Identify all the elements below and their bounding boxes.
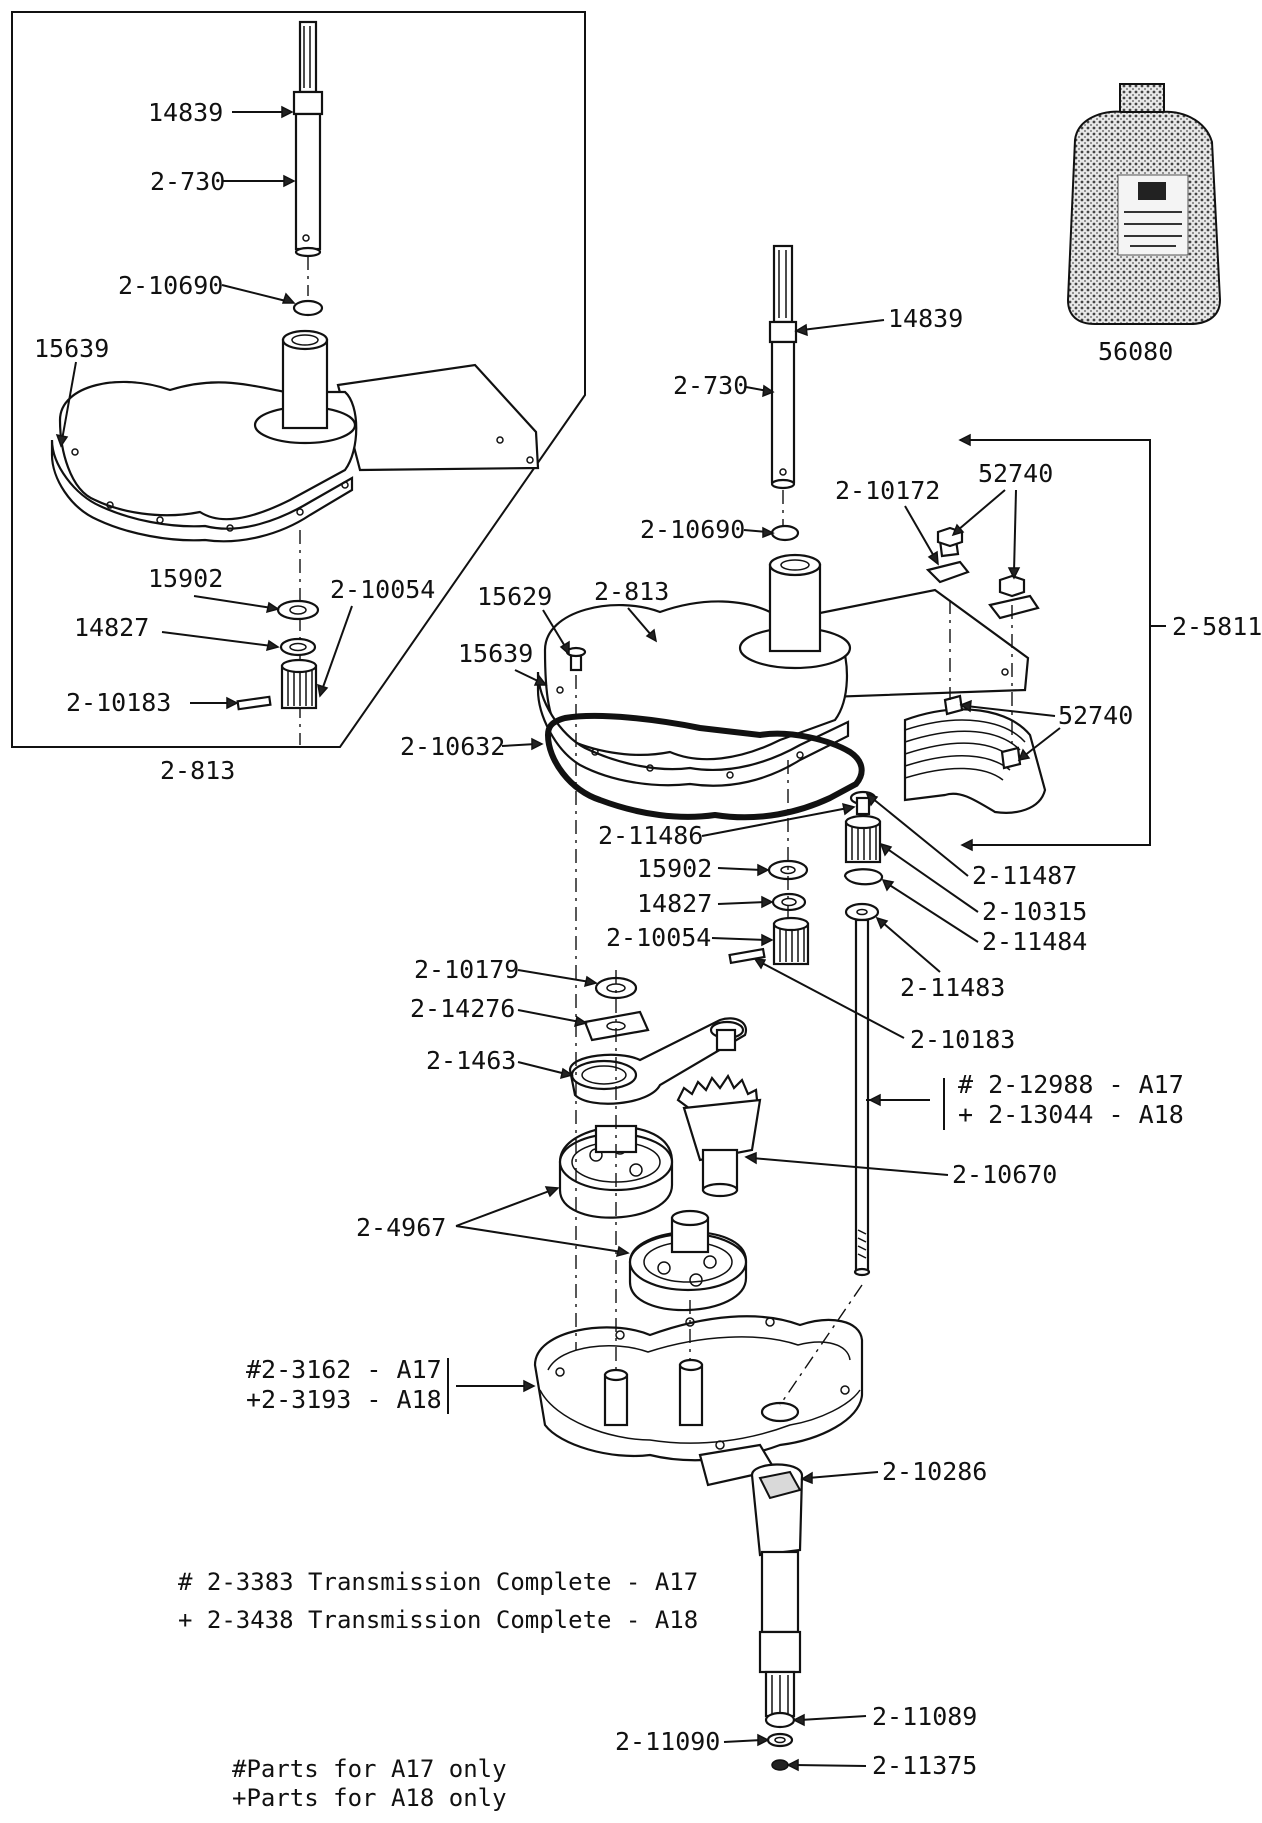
main-washer-2-11089 (764, 1711, 796, 1729)
label-2-14276: 2-14276 (410, 994, 515, 1023)
main-centerline-right (779, 1284, 863, 1406)
main-washer-2-11090 (766, 1732, 794, 1748)
main-case (533, 1315, 864, 1487)
label-2-10183: 2-10183 (910, 1025, 1015, 1054)
label-2-10315: 2-10315 (982, 897, 1087, 926)
main-output-shaft (750, 1463, 804, 1718)
inset-caption-2-813: 2-813 (160, 756, 235, 785)
main-screw-2-11486 (849, 790, 877, 816)
note-complete-a18: + 2-3438 Transmission Complete - A18 (178, 1606, 698, 1634)
oil-label-56080: 56080 (1098, 337, 1173, 366)
main-pin-2-10183 (728, 947, 766, 965)
label-2-4967: 2-4967 (356, 1213, 446, 1242)
inset-washer-14827 (279, 637, 317, 657)
label-2-11486: 2-11486 (598, 821, 703, 850)
inset-view (11, 11, 586, 748)
label-2-11090: 2-11090 (615, 1727, 720, 1756)
main-pinion-2-10054 (772, 916, 810, 966)
main-washer-2-11484 (844, 902, 880, 922)
oil-bottle-56080 (1066, 83, 1222, 325)
note-complete-a17: # 2-3383 Transmission Complete - A17 (178, 1568, 698, 1596)
label-2-10670: 2-10670 (952, 1160, 1057, 1189)
label-15902: 15902 (637, 854, 712, 883)
label-shaft-a17: # 2-12988 - A17 (958, 1070, 1184, 1099)
inset-label-14827: 14827 (74, 613, 149, 642)
legend-a18: +Parts for A18 only (232, 1784, 507, 1812)
label-2-11089: 2-11089 (872, 1702, 977, 1731)
label-case-a17: #2-3162 - A17 (246, 1355, 442, 1384)
label-2-10286: 2-10286 (882, 1457, 987, 1486)
bracket-2-5811 (960, 439, 1151, 846)
label-14839: 14839 (888, 304, 963, 333)
label-2-5811: 2-5811 (1172, 612, 1262, 641)
main-oring (770, 524, 800, 542)
legend-a17: #Parts for A17 only (232, 1755, 507, 1783)
inset-label-15902: 15902 (148, 564, 223, 593)
main-washer-14827 (771, 892, 807, 912)
label-2-1463: 2-1463 (426, 1046, 516, 1075)
label-2-730: 2-730 (673, 371, 748, 400)
label-2-11375: 2-11375 (872, 1751, 977, 1780)
label-2-10632: 2-10632 (400, 732, 505, 761)
main-brake-band-2-5811 (903, 694, 1047, 814)
inset-pin-2-10183 (236, 695, 272, 711)
inset-frame (11, 11, 586, 748)
inset-washer-15902 (276, 599, 320, 621)
inset-cover-2-813 (50, 329, 540, 543)
inset-label-15639: 15639 (34, 334, 109, 363)
label-case-a18: +2-3193 - A18 (246, 1385, 442, 1414)
inset-label-2-730: 2-730 (150, 167, 225, 196)
label-14827: 14827 (637, 889, 712, 918)
label-2-11483: 2-11483 (900, 973, 1005, 1002)
label-2-10690: 2-10690 (640, 515, 745, 544)
label-2-10172: 2-10172 (835, 476, 940, 505)
inset-shaft-2-730 (292, 20, 324, 296)
inset-label-2-10054: 2-10054 (330, 575, 435, 604)
main-pinion-2-11487 (844, 814, 882, 864)
inset-label-2-10690: 2-10690 (118, 271, 223, 300)
main-screw-2-11375 (771, 1759, 789, 1771)
label-2-11487: 2-11487 (972, 861, 1077, 890)
main-shaft-2-730 (768, 244, 798, 525)
label-15629: 15629 (477, 582, 552, 611)
main-washer-2-10315 (843, 868, 884, 886)
main-clip-b (988, 594, 1040, 620)
inset-oring (292, 299, 324, 317)
main-long-shaft (853, 918, 871, 1277)
label-2-10054: 2-10054 (606, 923, 711, 952)
inset-label-2-10183: 2-10183 (66, 688, 171, 717)
inset-label-14839: 14839 (148, 98, 223, 127)
main-gear-2-4967-b (628, 1209, 748, 1312)
label-2-11484: 2-11484 (982, 927, 1087, 956)
label-52740-top: 52740 (978, 459, 1053, 488)
label-shaft-a18: + 2-13044 - A18 (958, 1100, 1184, 1129)
label-2-10179: 2-10179 (414, 955, 519, 984)
label-2-813: 2-813 (594, 577, 669, 606)
main-arm-2-1463 (568, 1017, 748, 1105)
label-52740-mid: 52740 (1058, 701, 1133, 730)
main-segment-gear-2-10670 (676, 1073, 762, 1198)
inset-pinion-2-10054 (280, 658, 318, 710)
label-15639: 15639 (458, 639, 533, 668)
main-gasket-2-10632 (544, 712, 865, 821)
main-nut-52740-b (998, 574, 1026, 598)
